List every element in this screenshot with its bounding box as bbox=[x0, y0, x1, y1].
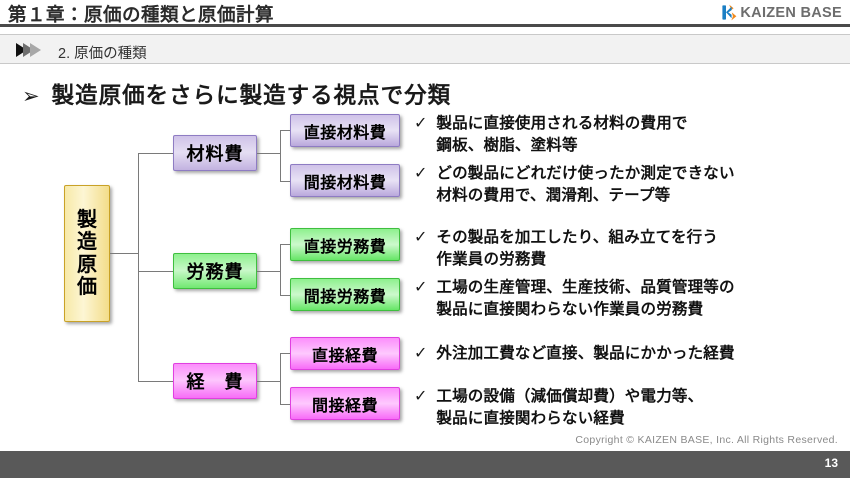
root-char-3: 原 bbox=[77, 253, 97, 276]
description-text: 外注加工費など直接、製品にかかった経費 bbox=[436, 343, 734, 365]
description-line: どの製品にどれだけ使ったか測定できない bbox=[436, 165, 735, 182]
connector-exp-b bbox=[280, 404, 290, 405]
description-direct-material: ✓ 製品に直接使用される材料の費用で 鋼板、樹脂、塗料等 bbox=[414, 113, 688, 157]
description-text: 製品に直接使用される材料の費用で 鋼板、樹脂、塗料等 bbox=[436, 113, 687, 157]
connector-labor-b bbox=[280, 295, 290, 296]
arrow-bullet-icon: ➢ bbox=[22, 85, 40, 108]
copyright-text: Copyright © KAIZEN BASE, Inc. All Rights… bbox=[575, 434, 838, 446]
diagram-node-indirect-material: 間接材料費 bbox=[290, 164, 400, 197]
root-char-1: 製 bbox=[77, 208, 97, 231]
kaizen-base-logo-icon bbox=[720, 4, 737, 21]
page-title: ➢ 製造原価をさらに製造する視点で分類 bbox=[22, 78, 451, 110]
page-number: 13 bbox=[824, 456, 838, 470]
connector-labor-a bbox=[280, 244, 290, 245]
connector-labor-spine bbox=[280, 244, 281, 295]
connector-mat-spine bbox=[280, 130, 281, 181]
description-line: 工場の設備（減価償却費）や電力等、 bbox=[436, 388, 704, 405]
logo-text: KAIZEN BASE bbox=[740, 4, 842, 21]
description-line: 製品に直接関わらない作業員の労務費 bbox=[436, 301, 704, 318]
diagram-node-direct-labor: 直接労務費 bbox=[290, 228, 400, 261]
diagram-node-direct-material: 直接材料費 bbox=[290, 114, 400, 147]
brand-logo: KAIZEN BASE bbox=[720, 4, 842, 21]
description-text: どの製品にどれだけ使ったか測定できない 材料の費用で、潤滑剤、テープ等 bbox=[436, 163, 734, 207]
connector-to-labor bbox=[138, 271, 173, 272]
description-line: 作業員の労務費 bbox=[436, 251, 547, 268]
connector-mat-a bbox=[280, 130, 290, 131]
diagram-node-direct-expense: 直接経費 bbox=[290, 337, 400, 370]
diagram-node-expense: 経 費 bbox=[173, 363, 257, 399]
connector-exp-out bbox=[257, 381, 280, 382]
connector-exp-spine bbox=[280, 353, 281, 404]
description-line: 工場の生産管理、生産技術、品質管理等の bbox=[436, 279, 735, 296]
diagram-node-labor-cost: 労務費 bbox=[173, 253, 257, 289]
description-text: 工場の生産管理、生産技術、品質管理等の 製品に直接関わらない作業員の労務費 bbox=[436, 277, 734, 321]
diagram-node-indirect-expense: 間接経費 bbox=[290, 387, 400, 420]
root-char-2: 造 bbox=[77, 231, 97, 254]
description-line: 製品に直接関わらない経費 bbox=[436, 410, 625, 427]
description-line: 材料の費用で、潤滑剤、テープ等 bbox=[436, 187, 671, 204]
check-icon: ✓ bbox=[414, 388, 428, 405]
footer-bar: 13 bbox=[0, 451, 850, 478]
cost-classification-diagram: 製 造 原 価 材料費 労務費 経 費 直接材料費 間接材料費 bbox=[0, 105, 850, 435]
connector-root-out bbox=[110, 253, 138, 254]
chapter-title: 第１章：原価の種類と原価計算 bbox=[8, 4, 275, 25]
connector-mat-out bbox=[257, 153, 280, 154]
check-icon: ✓ bbox=[414, 279, 428, 296]
root-char-4: 価 bbox=[77, 275, 97, 298]
check-icon: ✓ bbox=[414, 345, 428, 362]
check-icon: ✓ bbox=[414, 229, 428, 246]
connector-mat-b bbox=[280, 181, 290, 182]
description-indirect-labor: ✓ 工場の生産管理、生産技術、品質管理等の 製品に直接関わらない作業員の労務費 bbox=[414, 277, 735, 321]
description-text: 工場の設備（減価償却費）や電力等、 製品に直接関わらない経費 bbox=[436, 386, 703, 430]
chapter-header-bar: 第１章：原価の種類と原価計算 KAIZEN BASE bbox=[0, 0, 850, 27]
section-title: 2. 原価の種類 bbox=[58, 46, 147, 62]
page-title-text: 製造原価をさらに製造する視点で分類 bbox=[51, 83, 452, 108]
description-direct-labor: ✓ その製品を加工したり、組み立てを行う 作業員の労務費 bbox=[414, 227, 718, 271]
description-direct-expense: ✓ 外注加工費など直接、製品にかかった経費 bbox=[414, 343, 735, 365]
description-indirect-material: ✓ どの製品にどれだけ使ったか測定できない 材料の費用で、潤滑剤、テープ等 bbox=[414, 163, 735, 207]
description-line: 鋼板、樹脂、塗料等 bbox=[436, 137, 578, 154]
section-header-bar: 2. 原価の種類 bbox=[0, 34, 850, 64]
description-indirect-expense: ✓ 工場の設備（減価償却費）や電力等、 製品に直接関わらない経費 bbox=[414, 386, 703, 430]
diagram-node-indirect-labor: 間接労務費 bbox=[290, 278, 400, 311]
description-line: 外注加工費など直接、製品にかかった経費 bbox=[436, 345, 735, 362]
diagram-node-root: 製 造 原 価 bbox=[64, 185, 110, 322]
check-icon: ✓ bbox=[414, 115, 428, 132]
description-line: 製品に直接使用される材料の費用で bbox=[436, 115, 688, 132]
description-text: その製品を加工したり、組み立てを行う 作業員の労務費 bbox=[436, 227, 718, 271]
connector-exp-a bbox=[280, 353, 290, 354]
description-line: その製品を加工したり、組み立てを行う bbox=[436, 229, 719, 246]
check-icon: ✓ bbox=[414, 165, 428, 182]
connector-to-mat bbox=[138, 153, 173, 154]
connector-spine bbox=[138, 153, 139, 381]
diagram-node-material-cost: 材料費 bbox=[173, 135, 257, 171]
triple-chevron-right-icon bbox=[16, 43, 41, 57]
connector-to-exp bbox=[138, 381, 173, 382]
connector-labor-out bbox=[257, 271, 280, 272]
